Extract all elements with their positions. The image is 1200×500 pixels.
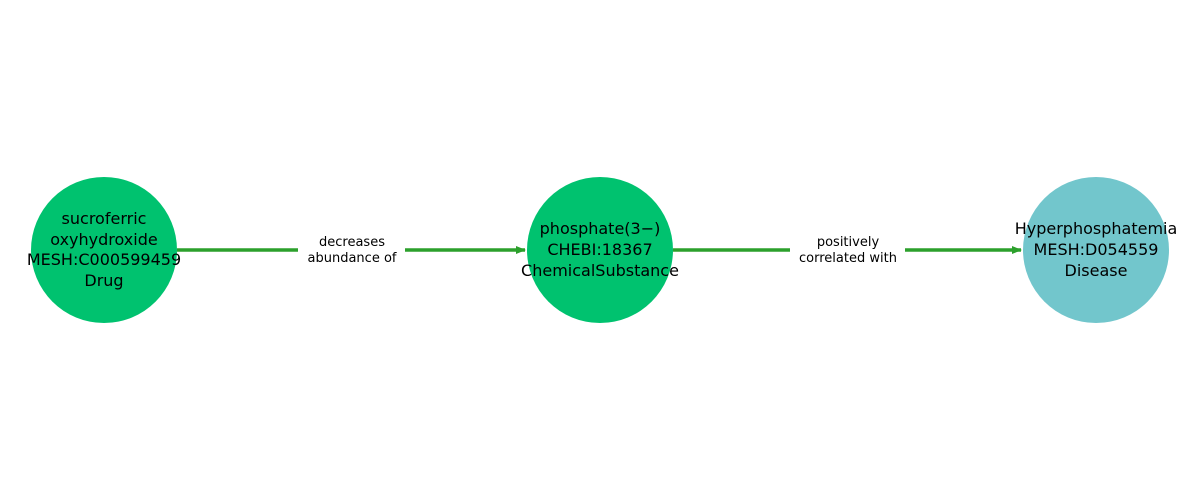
node-disease[interactable]: Hyperphosphatemia MESH:D054559 Disease (1015, 177, 1178, 323)
node-label-line: phosphate(3−) (540, 219, 661, 238)
edge-label-line: abundance of (308, 251, 397, 266)
node-label-line: ChemicalSubstance (521, 261, 679, 280)
node-label-line: Drug (84, 271, 123, 290)
node-label-line: MESH:D054559 (1034, 240, 1159, 259)
node-label-line: Disease (1065, 261, 1128, 280)
node-label-line: Hyperphosphatemia (1015, 219, 1178, 238)
edge-label-line: correlated with (799, 251, 897, 266)
node-label-line: sucroferric (62, 209, 147, 228)
node-drug[interactable]: sucroferric oxyhydroxide MESH:C000599459… (27, 177, 181, 323)
edge-label-line: positively (817, 235, 880, 250)
edge-drug-to-chemical: decreases abundance of (177, 235, 526, 266)
node-label-line: oxyhydroxide (50, 230, 157, 249)
edge-chemical-to-disease: positively correlated with (673, 235, 1022, 266)
node-chemical[interactable]: phosphate(3−) CHEBI:18367 ChemicalSubsta… (521, 177, 679, 323)
edge-label-line: decreases (319, 235, 385, 250)
node-label-line: CHEBI:18367 (547, 240, 652, 259)
node-label-line: MESH:C000599459 (27, 250, 181, 269)
